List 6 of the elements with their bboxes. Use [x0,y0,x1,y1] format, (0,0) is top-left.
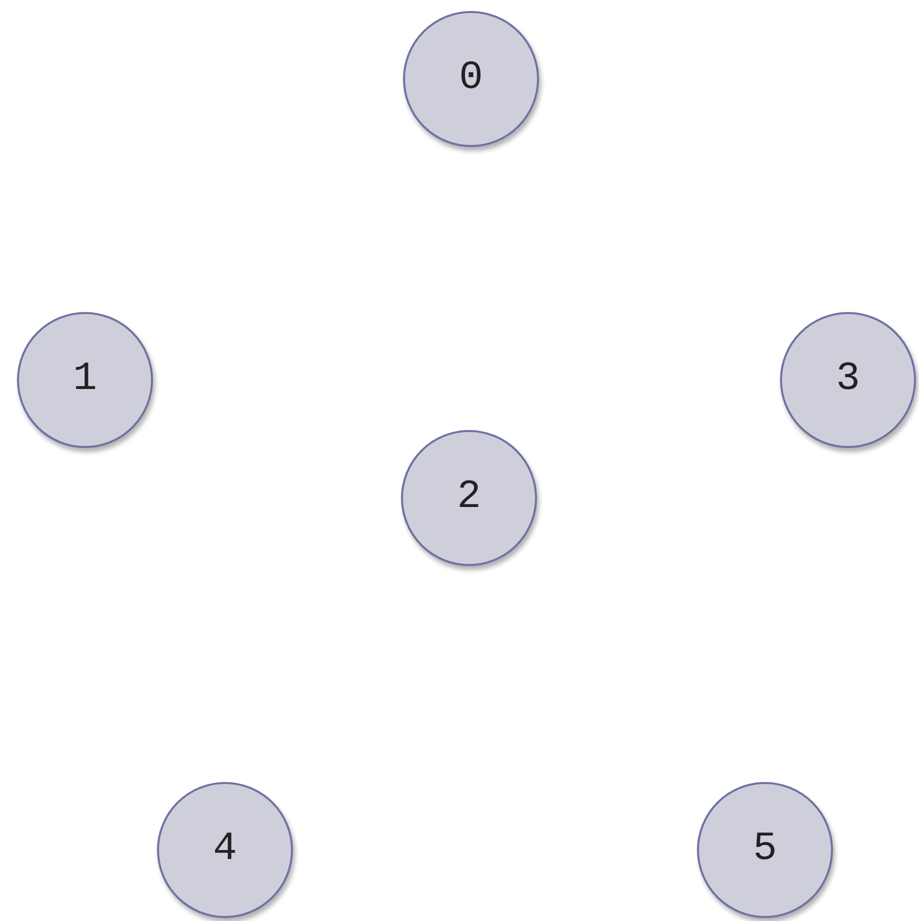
node-label: 4 [212,830,237,870]
node-label: 2 [456,478,481,518]
node-label: 0 [458,59,483,99]
node-label: 3 [836,360,860,400]
node-label: 5 [752,830,777,870]
node-label: 1 [72,360,97,400]
